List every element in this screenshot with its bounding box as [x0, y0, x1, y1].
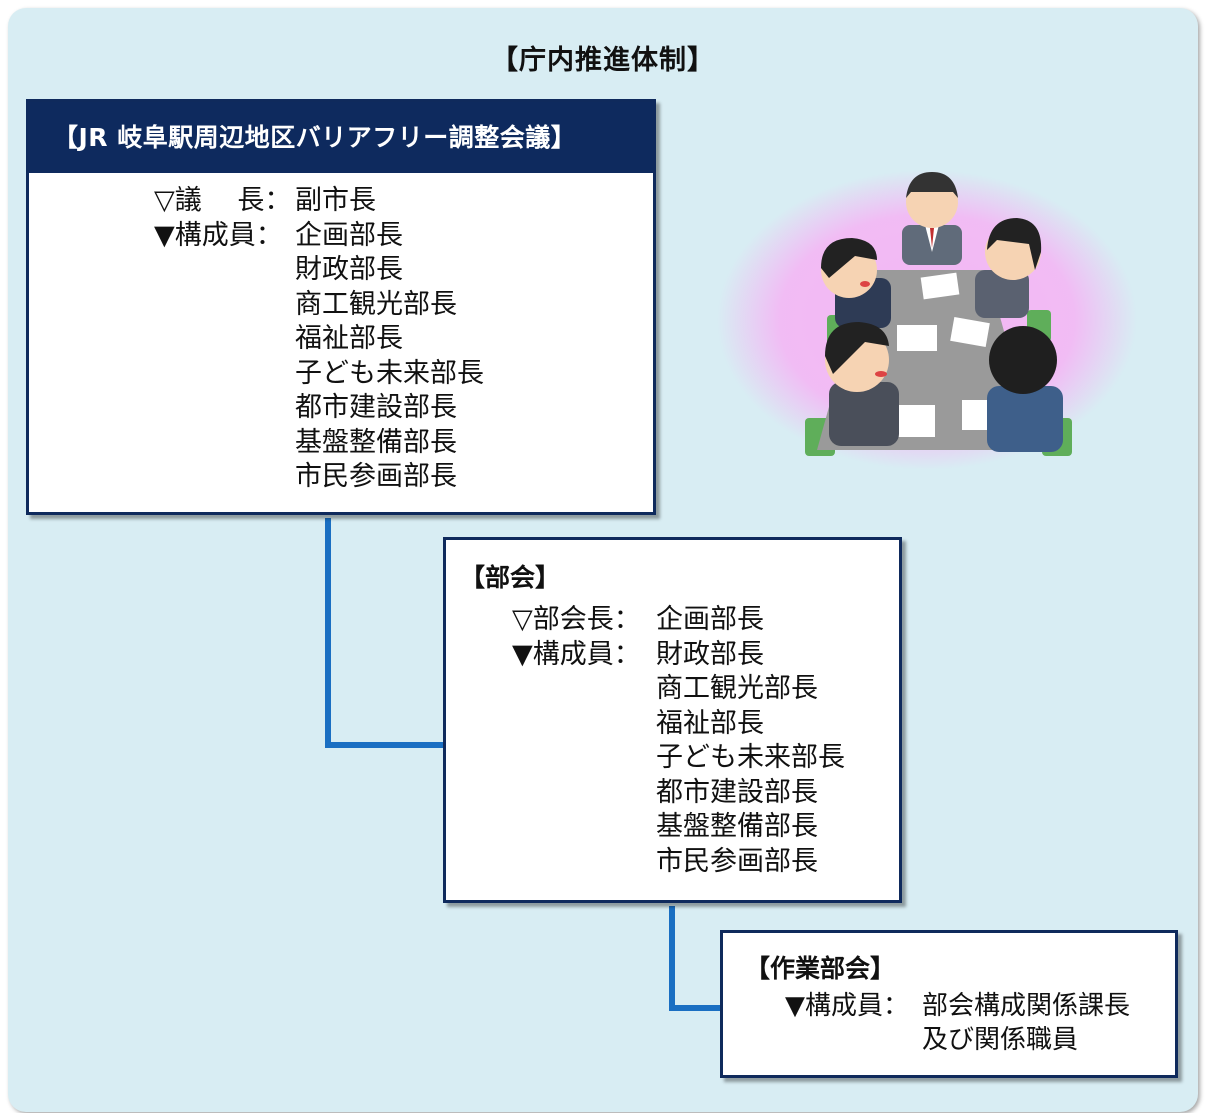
person-left-upper [821, 238, 891, 328]
members-label: ▼構成員： [154, 219, 283, 251]
person-right-upper [975, 218, 1042, 318]
working-group-roster: ▼構成員： 部会構成関係課長 及び関係職員 [785, 989, 1130, 1057]
working-group-box: 【作業部会】 ▼構成員： 部会構成関係課長 及び関係職員 [720, 930, 1178, 1078]
subcommittee-box: 【部会】 ▽部会長： 企画部長 ▼構成員： 財政部長 商工観光部長 福祉部長 子… [443, 537, 902, 903]
person-top [902, 172, 962, 265]
council-member-row: 財政部長 [154, 253, 484, 288]
subcommittee-member-row: 子ども未来部長 [512, 741, 845, 776]
meeting-illustration [717, 170, 1137, 470]
member-name: 福祉部長 [656, 707, 764, 739]
member-name: 商工観光部長 [295, 288, 457, 320]
council-header: 【JR 岐阜駅周辺地区バリアフリー調整会議】 [29, 102, 653, 173]
page-title: 【庁内推進体制】 [491, 45, 715, 76]
subcommittee-chair-row: ▽部会長： 企画部長 [512, 603, 845, 638]
council-member-row: 都市建設部長 [154, 391, 484, 426]
subcommittee-member-row: 商工観光部長 [512, 672, 845, 707]
member-name: 基盤整備部長 [656, 811, 818, 842]
paper [920, 272, 960, 300]
paper [950, 317, 990, 347]
member-name: 基盤整備部長 [295, 426, 457, 458]
member-name: 子ども未来部長 [295, 357, 484, 389]
council-member-row: 基盤整備部長 [154, 426, 484, 461]
council-chair-row: ▽議 長： 副市長 [154, 184, 484, 219]
member-name: 市民参画部長 [295, 461, 457, 492]
council-member-row: 商工観光部長 [154, 288, 484, 323]
chair-label: ▽議 長： [154, 185, 292, 216]
member-name: 子ども未来部長 [656, 742, 845, 773]
council-member-row: 市民参画部長 [154, 460, 484, 495]
members-label: ▼構成員： [512, 638, 641, 670]
council-roster: ▽議 長： 副市長 ▼構成員： 企画部長 財政部長 商工観光部長 福祉部長 子ど… [154, 184, 484, 495]
member-name: 及び関係職員 [922, 1025, 1079, 1055]
connector-council-to-subcommittee [325, 518, 446, 748]
council-member-row: 子ども未来部長 [154, 357, 484, 392]
person-left-lower [825, 322, 899, 446]
working-group-member-row: ▼構成員： 部会構成関係課長 [785, 989, 1130, 1023]
member-name: 商工観光部長 [656, 673, 818, 704]
council-box: 【JR 岐阜駅周辺地区バリアフリー調整会議】 ▽議 長： 副市長 ▼構成員： 企… [26, 99, 656, 515]
member-name: 財政部長 [295, 254, 403, 285]
council-member-row: 福祉部長 [154, 322, 484, 357]
member-name: 部会構成関係課長 [922, 991, 1131, 1021]
member-name: 企画部長 [295, 219, 403, 251]
subcommittee-member-row: 基盤整備部長 [512, 810, 845, 845]
subcommittee-header: 【部会】 [460, 563, 561, 592]
member-name: 市民参画部長 [656, 845, 818, 877]
subcommittee-roster: ▽部会長： 企画部長 ▼構成員： 財政部長 商工観光部長 福祉部長 子ども未来部… [512, 603, 845, 879]
members-label: ▼構成員： [785, 991, 909, 1021]
subcommittee-member-row: 福祉部長 [512, 707, 845, 742]
member-name: 都市建設部長 [295, 392, 457, 423]
member-name: 財政部長 [656, 638, 764, 670]
chair-label: ▽部会長： [512, 604, 641, 635]
person-right-lower [987, 326, 1063, 452]
connector-subcommittee-to-working-group [669, 906, 723, 1011]
working-group-header: 【作業部会】 [745, 954, 896, 983]
chair-value: 企画部長 [656, 604, 764, 635]
member-name: 都市建設部長 [656, 776, 818, 808]
member-name: 福祉部長 [295, 323, 403, 354]
subcommittee-member-row: ▼構成員： 財政部長 [512, 638, 845, 673]
chair-value: 副市長 [295, 185, 376, 216]
subcommittee-member-row: 市民参画部長 [512, 845, 845, 880]
council-member-row: ▼構成員： 企画部長 [154, 219, 484, 254]
working-group-member-row: 及び関係職員 [785, 1023, 1130, 1057]
paper [897, 325, 937, 351]
subcommittee-member-row: 都市建設部長 [512, 776, 845, 811]
